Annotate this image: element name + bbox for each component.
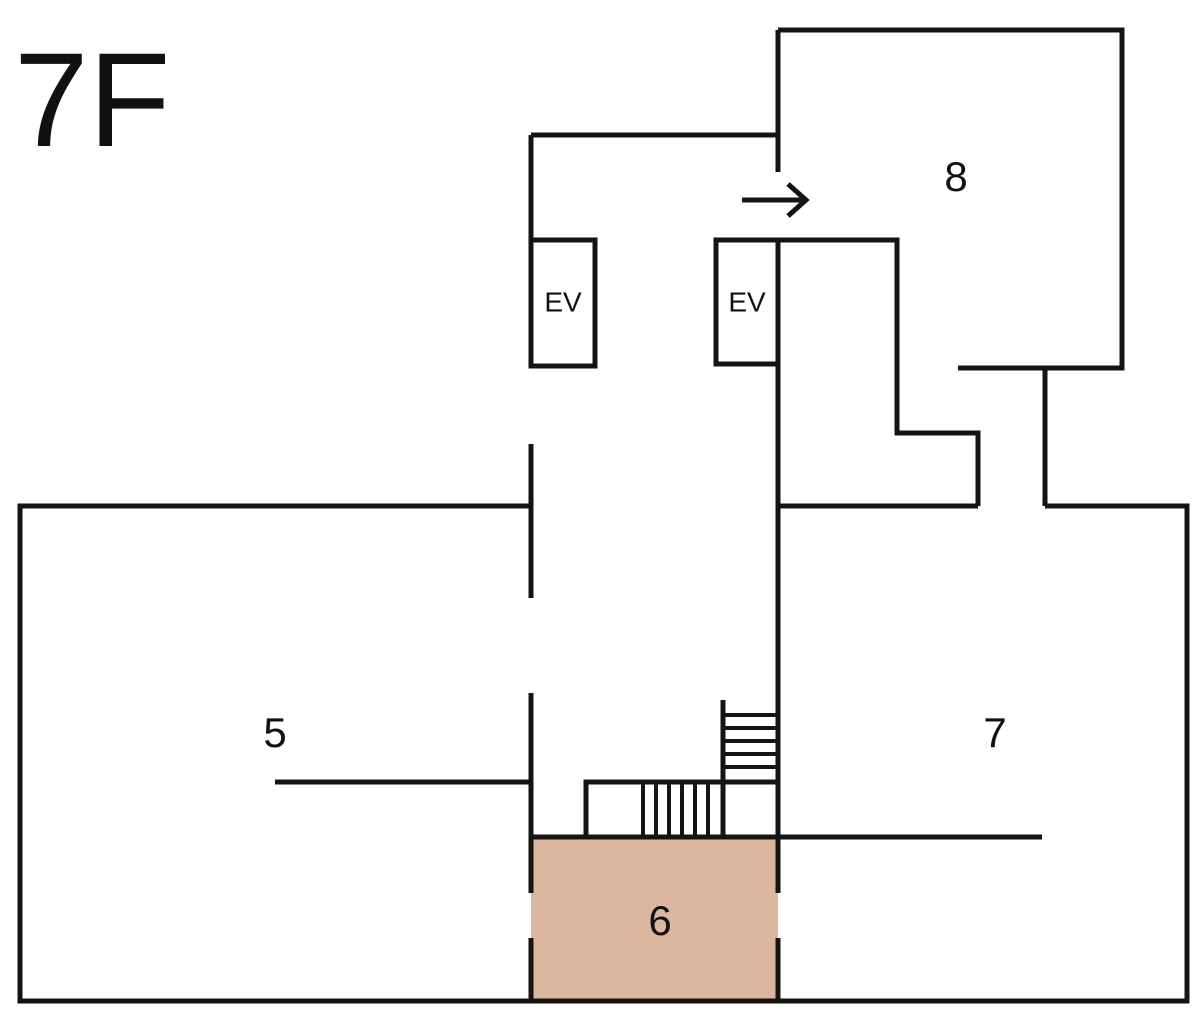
room-5-label: 5	[263, 709, 286, 756]
room-6-label: 6	[648, 897, 671, 944]
room-6-highlight[interactable]	[531, 837, 778, 1001]
elevator-left-label: EV	[544, 286, 582, 317]
room-7-label: 7	[983, 709, 1006, 756]
room-5-outline	[17, 503, 531, 1004]
elevator-right-label: EV	[728, 286, 766, 317]
elevator-left	[528, 237, 598, 369]
floor-title: 7F	[14, 26, 170, 175]
elevator-right	[713, 237, 781, 367]
room-8-label: 8	[944, 153, 967, 200]
annex-wall	[778, 237, 981, 506]
room-7-outline	[778, 503, 1190, 1004]
room-8-outline	[778, 27, 1125, 371]
arrow-right-icon	[742, 182, 810, 218]
stairs-icon	[583, 700, 778, 837]
